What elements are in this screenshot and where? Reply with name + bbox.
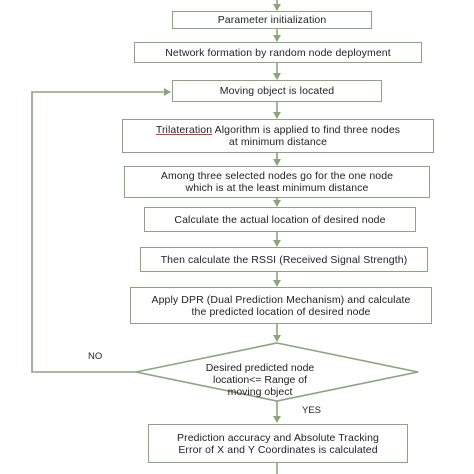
step-moving-object-located: Moving object is located xyxy=(172,80,382,102)
step-network-formation: Network formation by random node deploym… xyxy=(134,42,422,63)
step-trilateration: Trilateration Algorithm is applied to fi… xyxy=(122,119,434,153)
decision-diamond xyxy=(135,342,419,402)
no-label: NO xyxy=(88,351,103,362)
step-accuracy: Prediction accuracy and Absolute Trackin… xyxy=(148,424,408,463)
step-parameter-initialization: Parameter initialization xyxy=(172,11,372,29)
step-dpr: Apply DPR (Dual Prediction Mechanism) an… xyxy=(130,287,432,324)
arrow-no-loop xyxy=(31,88,171,373)
yes-label: YES xyxy=(302,405,322,416)
step-select-node: Among three selected nodes go for the on… xyxy=(124,166,430,198)
decision-label: Desired predicted node location<= Range … xyxy=(205,362,315,398)
step-actual-location: Calculate the actual location of desired… xyxy=(144,207,416,232)
step-rssi: Then calculate the RSSI (Received Signal… xyxy=(140,247,428,272)
